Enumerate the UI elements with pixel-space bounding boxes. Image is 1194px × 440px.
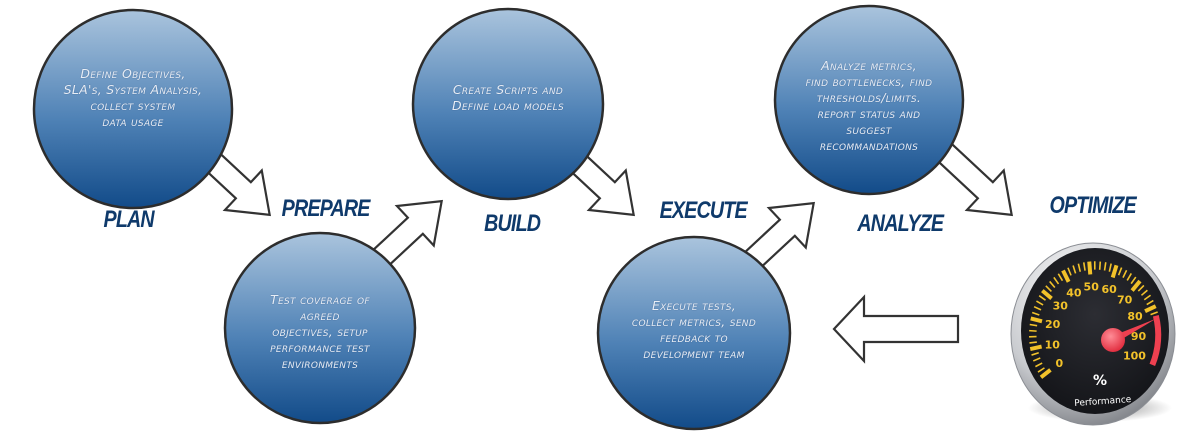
stage-text-build: Create Scripts and Define load models	[418, 82, 598, 114]
stage-text-analyze: Analyze metrics, find bottlenecks, find …	[779, 58, 959, 154]
gauge-tick	[1053, 276, 1060, 285]
gauge-tick	[1041, 289, 1053, 300]
stage-circle-analyze	[773, 4, 965, 196]
gauge-tick	[1029, 344, 1043, 352]
text-line: Analyze metrics,	[821, 58, 917, 73]
text-line: environments	[281, 356, 359, 371]
stage-label-build: BUILD	[484, 210, 541, 237]
text-line: development team	[643, 346, 745, 361]
gauge-unit: %	[1093, 373, 1107, 389]
gauge-tick	[1030, 316, 1043, 324]
text-line: collect system	[90, 98, 176, 113]
gauge-tick	[1126, 273, 1132, 281]
gauge-tick	[1057, 273, 1064, 282]
stage-label-execute: EXECUTE	[659, 197, 748, 224]
stage-circle-build	[411, 7, 605, 201]
stage-text-prepare: Test coverage of agreed objectives, setu…	[228, 292, 412, 372]
gauge-tick	[1077, 263, 1082, 272]
gauge-tick	[1098, 261, 1102, 270]
text-line: Define load models	[451, 98, 564, 113]
gauge-tick	[1146, 299, 1154, 306]
stage-label-prepare: PREPARE	[281, 195, 371, 222]
gauge-tick	[1140, 289, 1148, 296]
gauge-tick	[1036, 300, 1044, 306]
gauge-tick	[1087, 261, 1093, 275]
gauge-tick	[1103, 262, 1107, 271]
text-line: suggest	[846, 122, 892, 137]
text-line: Execute tests,	[651, 298, 737, 313]
text-line: Define Objectives,	[80, 66, 186, 81]
text-line: Create Scripts and	[452, 82, 564, 97]
gauge-tick	[1072, 265, 1077, 274]
gauge-tick	[1130, 279, 1142, 292]
gauge-tick	[1037, 367, 1045, 373]
gauge-tick	[1031, 352, 1039, 356]
text-line: Test coverage of	[270, 292, 370, 307]
gauge-tick-label: 80	[1127, 310, 1143, 323]
gauge-tick-label: 40	[1066, 286, 1082, 299]
text-line: feedback to	[660, 330, 728, 345]
gauge-tick	[1031, 311, 1040, 316]
gauge-tick-label: 60	[1102, 283, 1118, 296]
gauge-tick	[1045, 285, 1052, 293]
gauge-tick-label: 100	[1123, 350, 1146, 363]
text-line: collect metrics, send	[631, 314, 757, 329]
stage-label-optimize: OPTIMIZE	[1049, 192, 1136, 219]
gauge-tick-label: 20	[1045, 318, 1061, 331]
gauge-tick	[1049, 280, 1056, 289]
gauge-tick	[1117, 267, 1123, 276]
gauge-hub	[1101, 328, 1125, 352]
gauge-tick	[1137, 284, 1145, 292]
gauge-tick	[1061, 269, 1071, 283]
gauge-tick	[1122, 269, 1128, 278]
stage-circle-execute	[596, 235, 792, 431]
text-line: performance test	[270, 340, 370, 355]
gauge-tick-label: 70	[1117, 293, 1133, 306]
stage-text-plan: Define Objectives, SLA's, System Analysi…	[43, 66, 223, 130]
stage-label-plan: PLAN	[103, 206, 155, 233]
arrow-optimize-to-execute	[832, 294, 960, 364]
gauge-tick-label: 50	[1084, 281, 1100, 294]
gauge-tick	[1082, 262, 1086, 271]
gauge-tick	[1110, 264, 1119, 279]
gauge-tick	[1039, 368, 1052, 379]
text-line: data usage	[102, 114, 164, 129]
gauge-tick-label: 30	[1053, 300, 1069, 313]
gauge-tick	[1029, 341, 1037, 344]
gauge-tick	[1067, 267, 1072, 276]
stage-text-execute: Execute tests, collect metrics, send fee…	[602, 298, 786, 362]
text-line: find bottlenecks, find	[805, 74, 933, 89]
gauge-tick	[1033, 305, 1042, 311]
text-line: report status and	[817, 106, 921, 121]
gauge-caption: Performance	[1074, 395, 1132, 409]
text-line: thresholds/limits.	[816, 90, 922, 105]
stage-circle-prepare	[223, 231, 417, 425]
text-line: objectives, setup	[272, 324, 368, 339]
text-line: recommandations	[819, 138, 919, 153]
gauge-tick	[1130, 276, 1137, 285]
gauge-tick	[1029, 323, 1038, 327]
gauge-tick	[1035, 362, 1043, 368]
gauge-tick	[1038, 295, 1046, 301]
gauge-tick-label: 10	[1045, 338, 1061, 351]
stage-label-analyze: ANALYZE	[857, 210, 944, 237]
text-line: agreed	[300, 308, 340, 323]
text-line: SLA's, System Analysis,	[63, 82, 203, 97]
gauge-tick	[1150, 311, 1158, 316]
gauge-tick-label: 0	[1056, 357, 1064, 370]
gauge-tick	[1108, 263, 1112, 272]
stage-circle-plan	[32, 8, 234, 210]
gauge-tick	[1032, 357, 1041, 362]
gauge-redzone	[1149, 315, 1162, 367]
gauge-tick	[1144, 304, 1157, 314]
gauge-tick	[1143, 294, 1152, 301]
gauge-tick-label: 90	[1131, 330, 1147, 343]
